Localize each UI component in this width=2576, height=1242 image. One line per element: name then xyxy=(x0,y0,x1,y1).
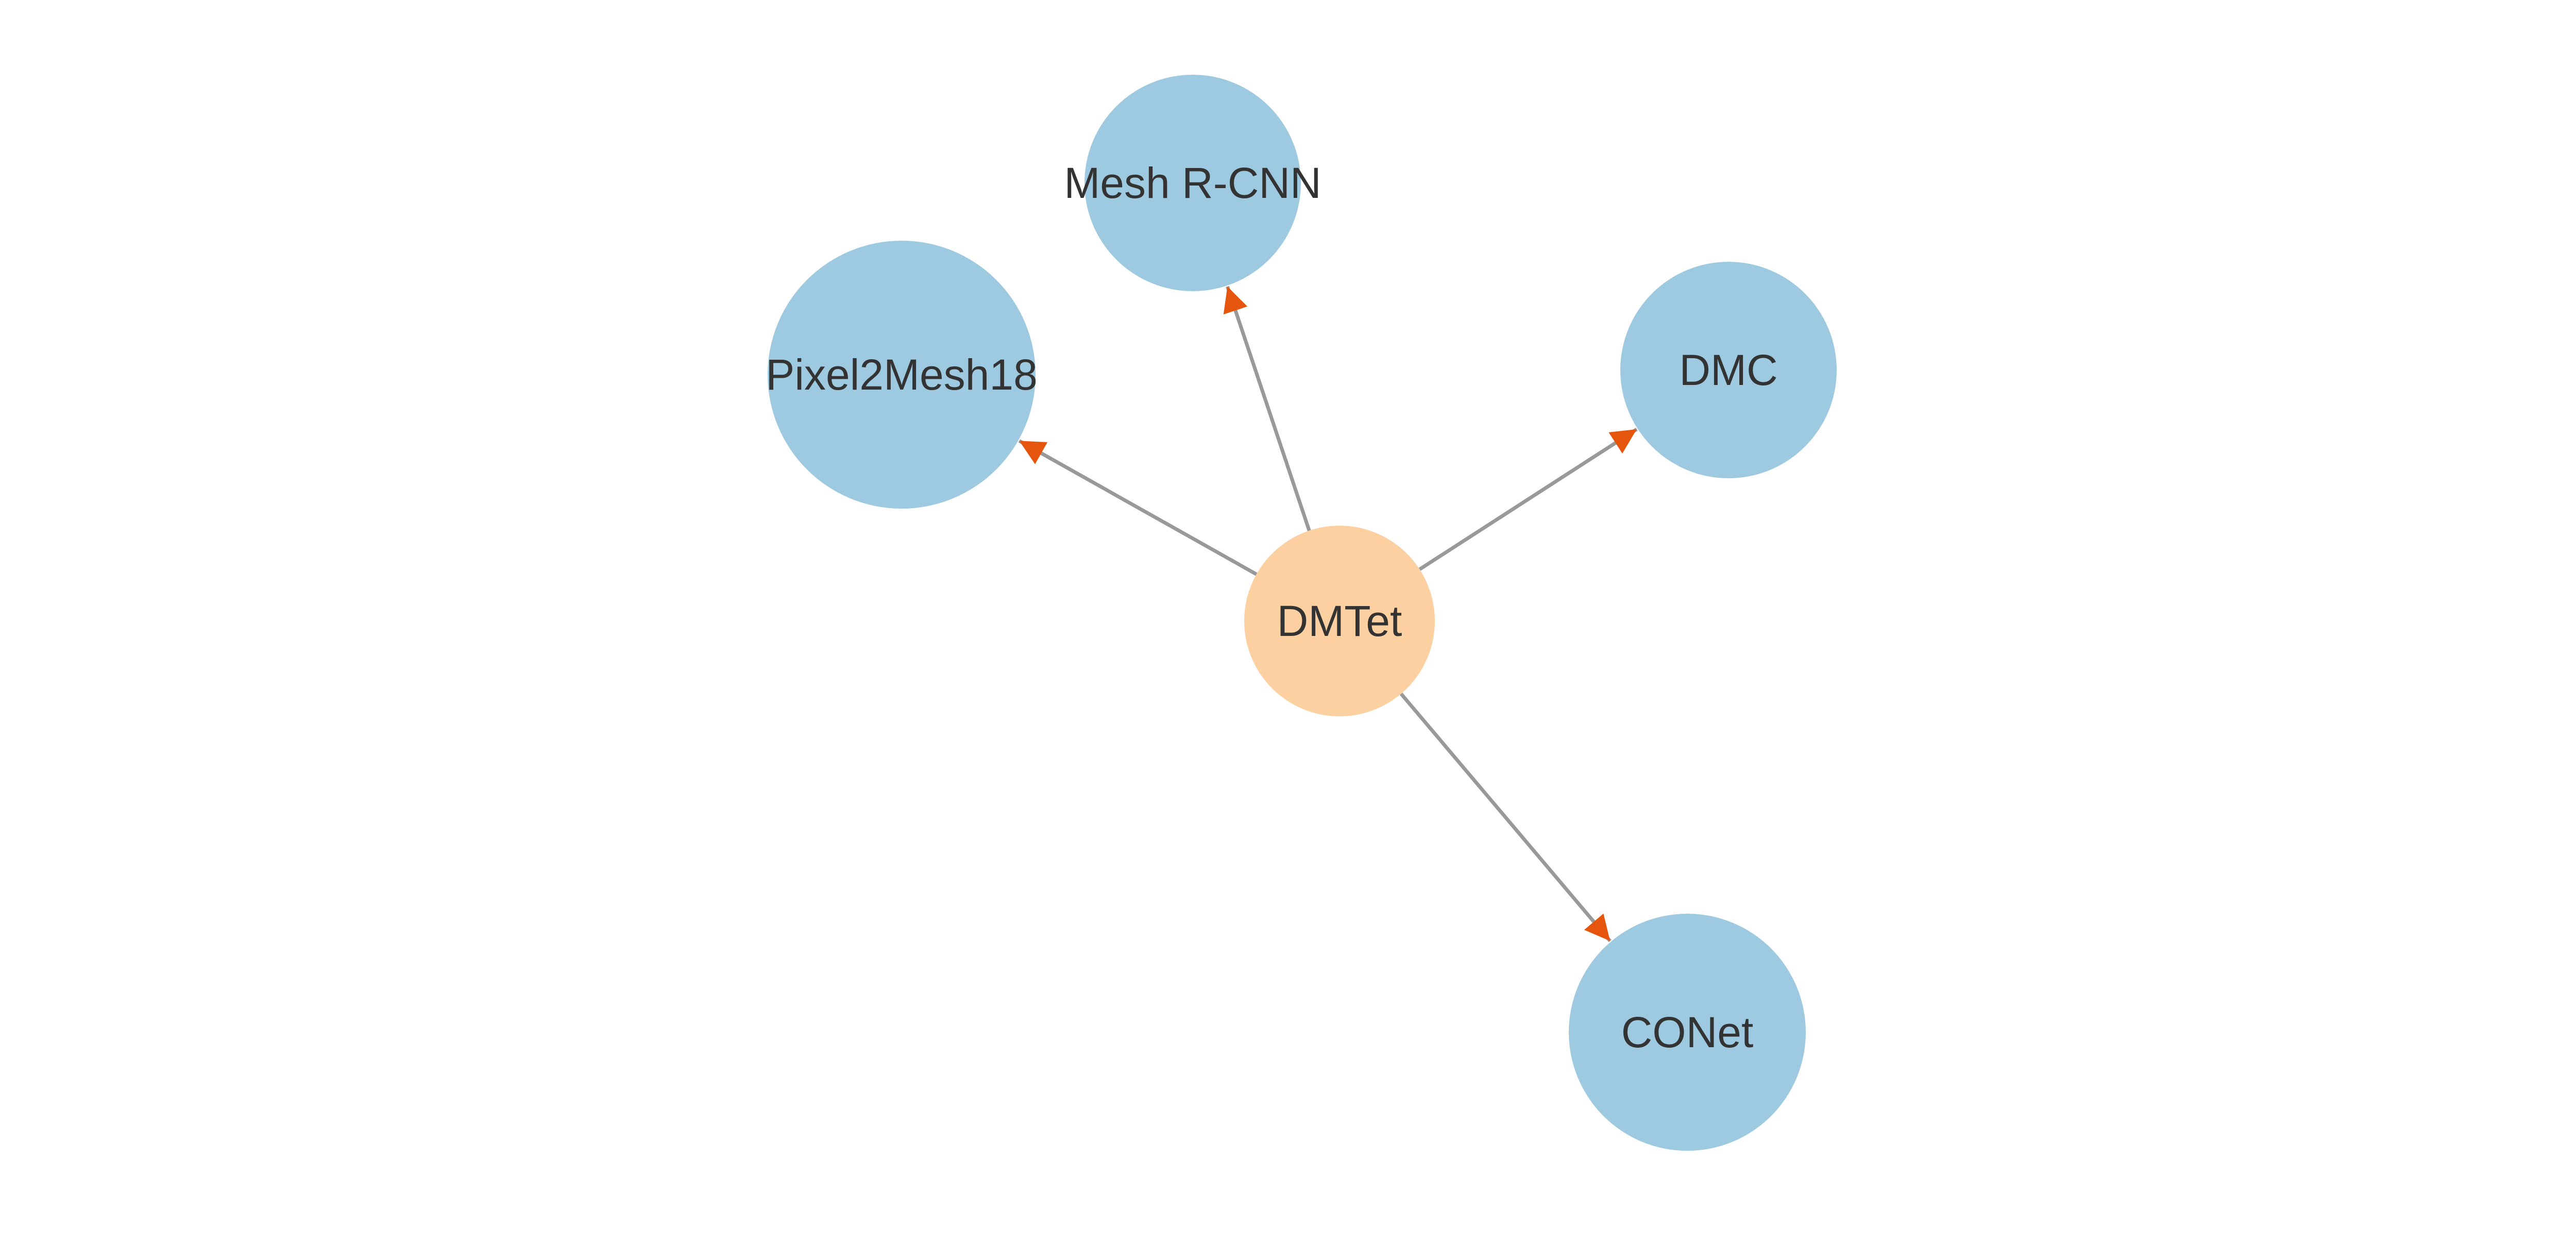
node-dmtet-circle xyxy=(1244,526,1435,716)
nodes: DMTet Mesh R-CNN Pixel2Mesh18 DMC CONet xyxy=(766,75,1837,1151)
edge-dmtet-to-mesh-rcnn xyxy=(1223,286,1311,531)
node-conet-circle xyxy=(1569,914,1806,1151)
node-dmc-label: DMC xyxy=(1679,346,1777,394)
edge-dmtet-to-conet xyxy=(1399,692,1612,943)
node-pixel2mesh18[interactable]: Pixel2Mesh18 xyxy=(766,241,1038,509)
node-conet-label: CONet xyxy=(1621,1008,1754,1056)
node-mesh-rcnn-circle xyxy=(1084,75,1301,291)
node-dmtet[interactable]: DMTet xyxy=(1244,526,1435,716)
node-dmtet-label: DMTet xyxy=(1277,597,1402,645)
node-mesh-rcnn[interactable]: Mesh R-CNN xyxy=(1064,75,1321,291)
node-mesh-rcnn-label: Mesh R-CNN xyxy=(1064,159,1321,207)
edges xyxy=(1018,286,1638,943)
node-conet[interactable]: CONet xyxy=(1569,914,1806,1151)
node-dmc[interactable]: DMC xyxy=(1620,262,1837,478)
node-pixel2mesh18-circle xyxy=(768,241,1036,509)
edge-dmtet-to-pixel2mesh18 xyxy=(1018,439,1258,576)
edge-dmtet-to-dmc xyxy=(1418,427,1638,571)
node-pixel2mesh18-label: Pixel2Mesh18 xyxy=(766,350,1038,399)
node-dmc-circle xyxy=(1620,262,1837,478)
